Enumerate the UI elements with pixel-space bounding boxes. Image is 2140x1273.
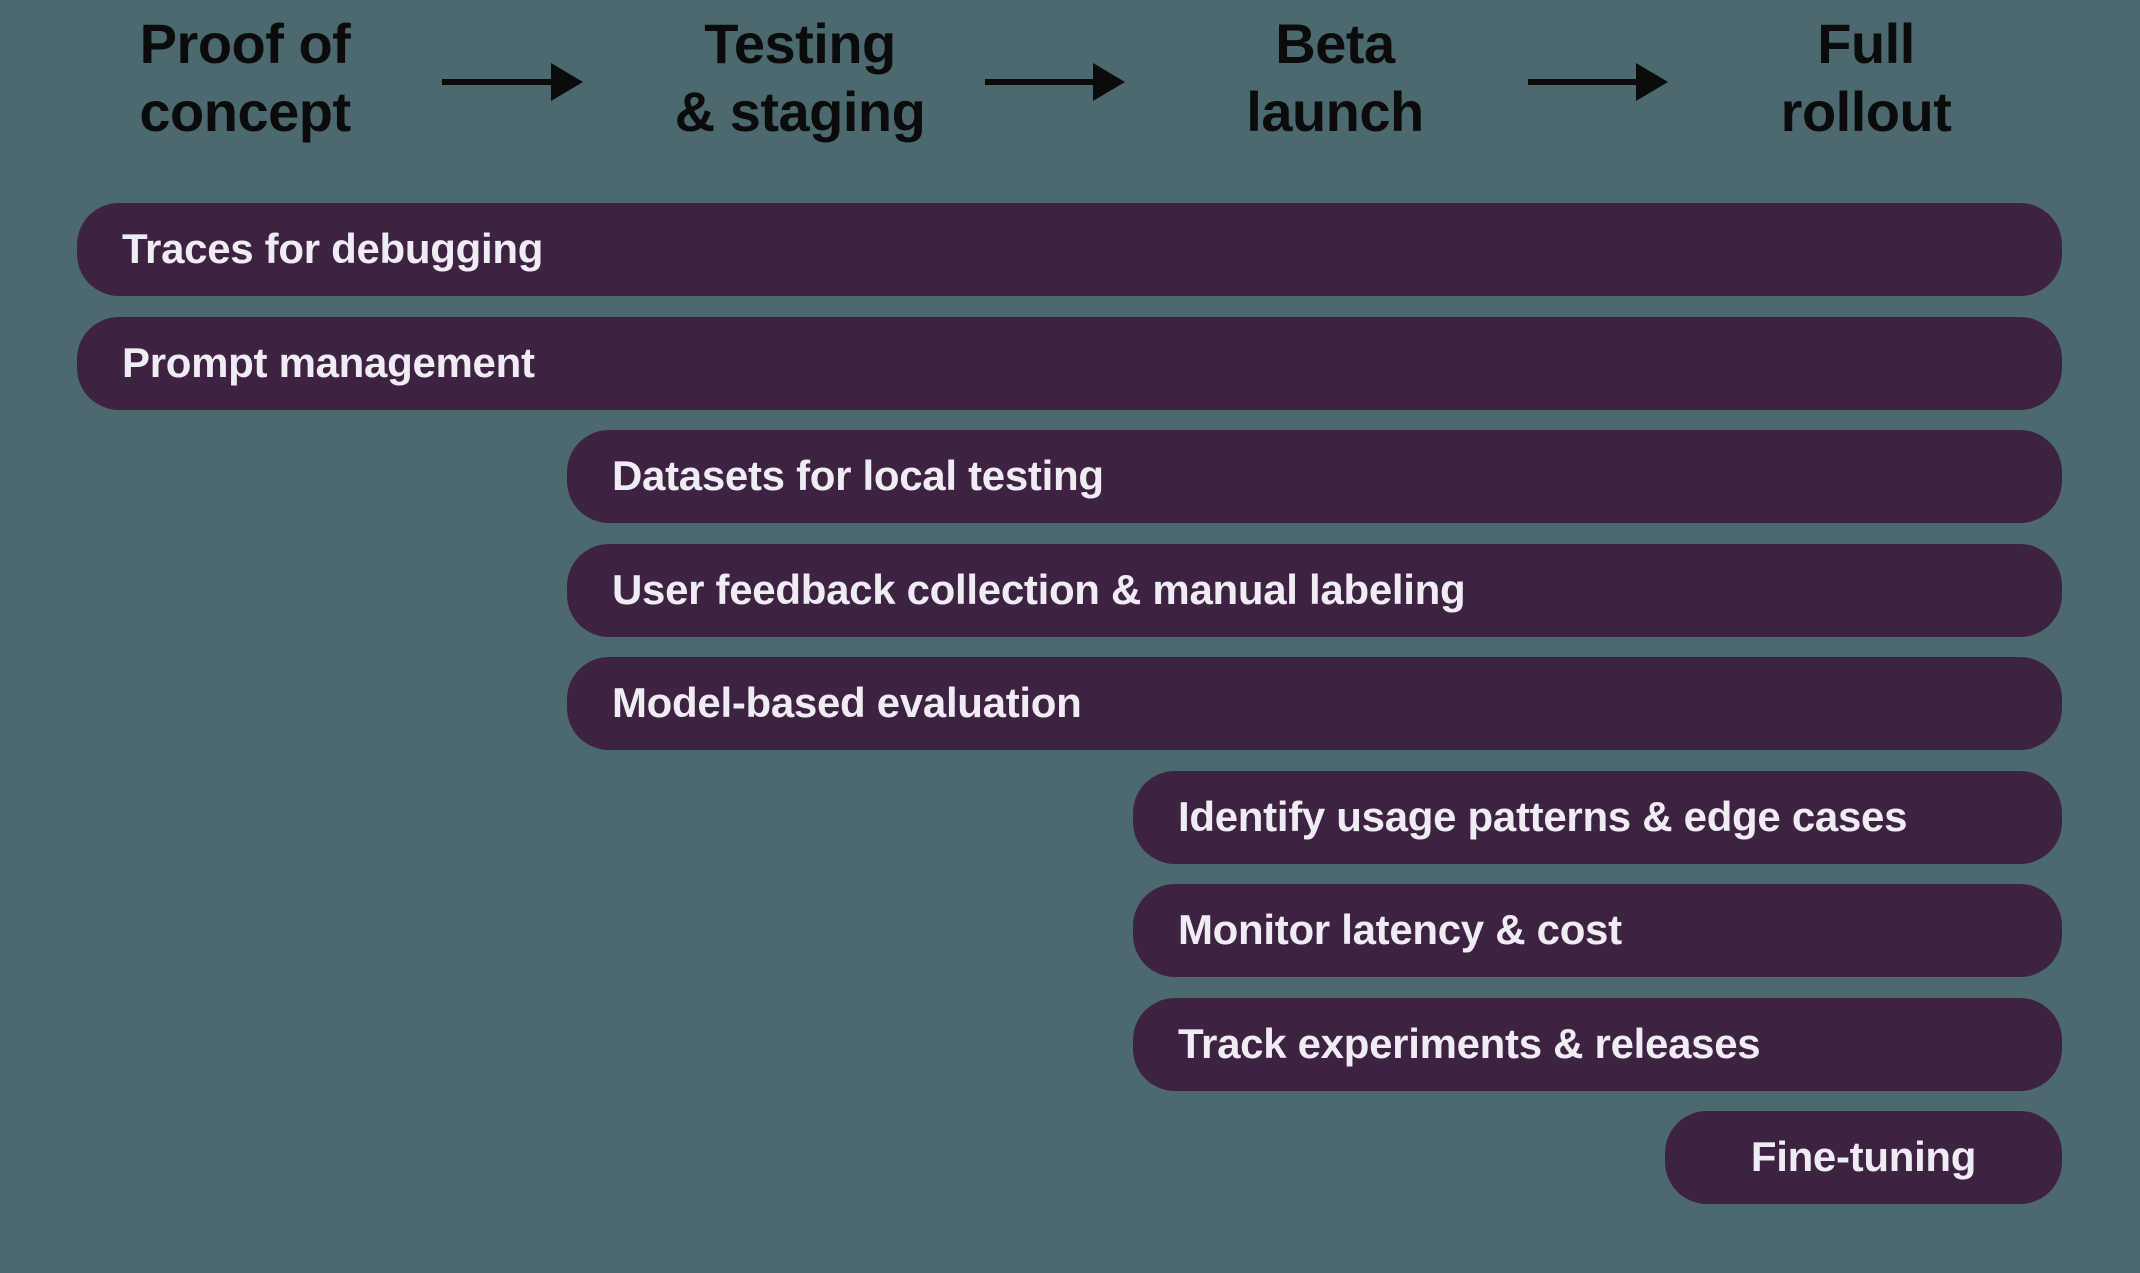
capability-bar-label: User feedback collection & manual labeli… xyxy=(612,565,1466,613)
capability-bar-label: Monitor latency & cost xyxy=(1178,905,1622,953)
phase-label-text: Testing xyxy=(704,12,896,75)
capability-bar: Model-based evaluation xyxy=(567,657,2062,750)
phase-label-text: Beta xyxy=(1275,12,1395,75)
arrow-right-icon xyxy=(985,63,1125,101)
phase-label-text: launch xyxy=(1246,80,1424,143)
capability-bar: Datasets for local testing xyxy=(567,430,2062,523)
capability-bar: Track experiments & releases xyxy=(1133,998,2062,1091)
capability-bar-label: Identify usage patterns & edge cases xyxy=(1178,792,1908,840)
capability-bar-label: Datasets for local testing xyxy=(612,451,1104,499)
phase-label-text: Proof of xyxy=(139,12,351,75)
capability-bar: Prompt management xyxy=(77,317,2062,410)
capability-bar-label: Track experiments & releases xyxy=(1178,1019,1761,1067)
capability-bar-label: Traces for debugging xyxy=(122,224,544,272)
capability-bar: User feedback collection & manual labeli… xyxy=(567,544,2062,637)
phase-label-2: Testing& staging xyxy=(675,10,926,146)
capability-bar: Fine-tuning xyxy=(1665,1111,2062,1204)
capability-bar: Monitor latency & cost xyxy=(1133,884,2062,977)
capability-bar: Traces for debugging xyxy=(77,203,2062,296)
capability-bar-label: Prompt management xyxy=(122,338,535,386)
capability-bar-label: Model-based evaluation xyxy=(612,678,1082,726)
arrow-right-icon xyxy=(442,63,583,101)
phase-label-text: concept xyxy=(139,80,351,143)
phase-label-text: Full xyxy=(1817,12,1915,75)
phase-label-text: & staging xyxy=(674,80,926,143)
capability-bar-label: Fine-tuning xyxy=(1750,1132,1977,1180)
arrow-right-icon xyxy=(1528,63,1668,101)
phase-label-text: rollout xyxy=(1780,80,1952,143)
capability-bar: Identify usage patterns & edge cases xyxy=(1133,771,2062,864)
